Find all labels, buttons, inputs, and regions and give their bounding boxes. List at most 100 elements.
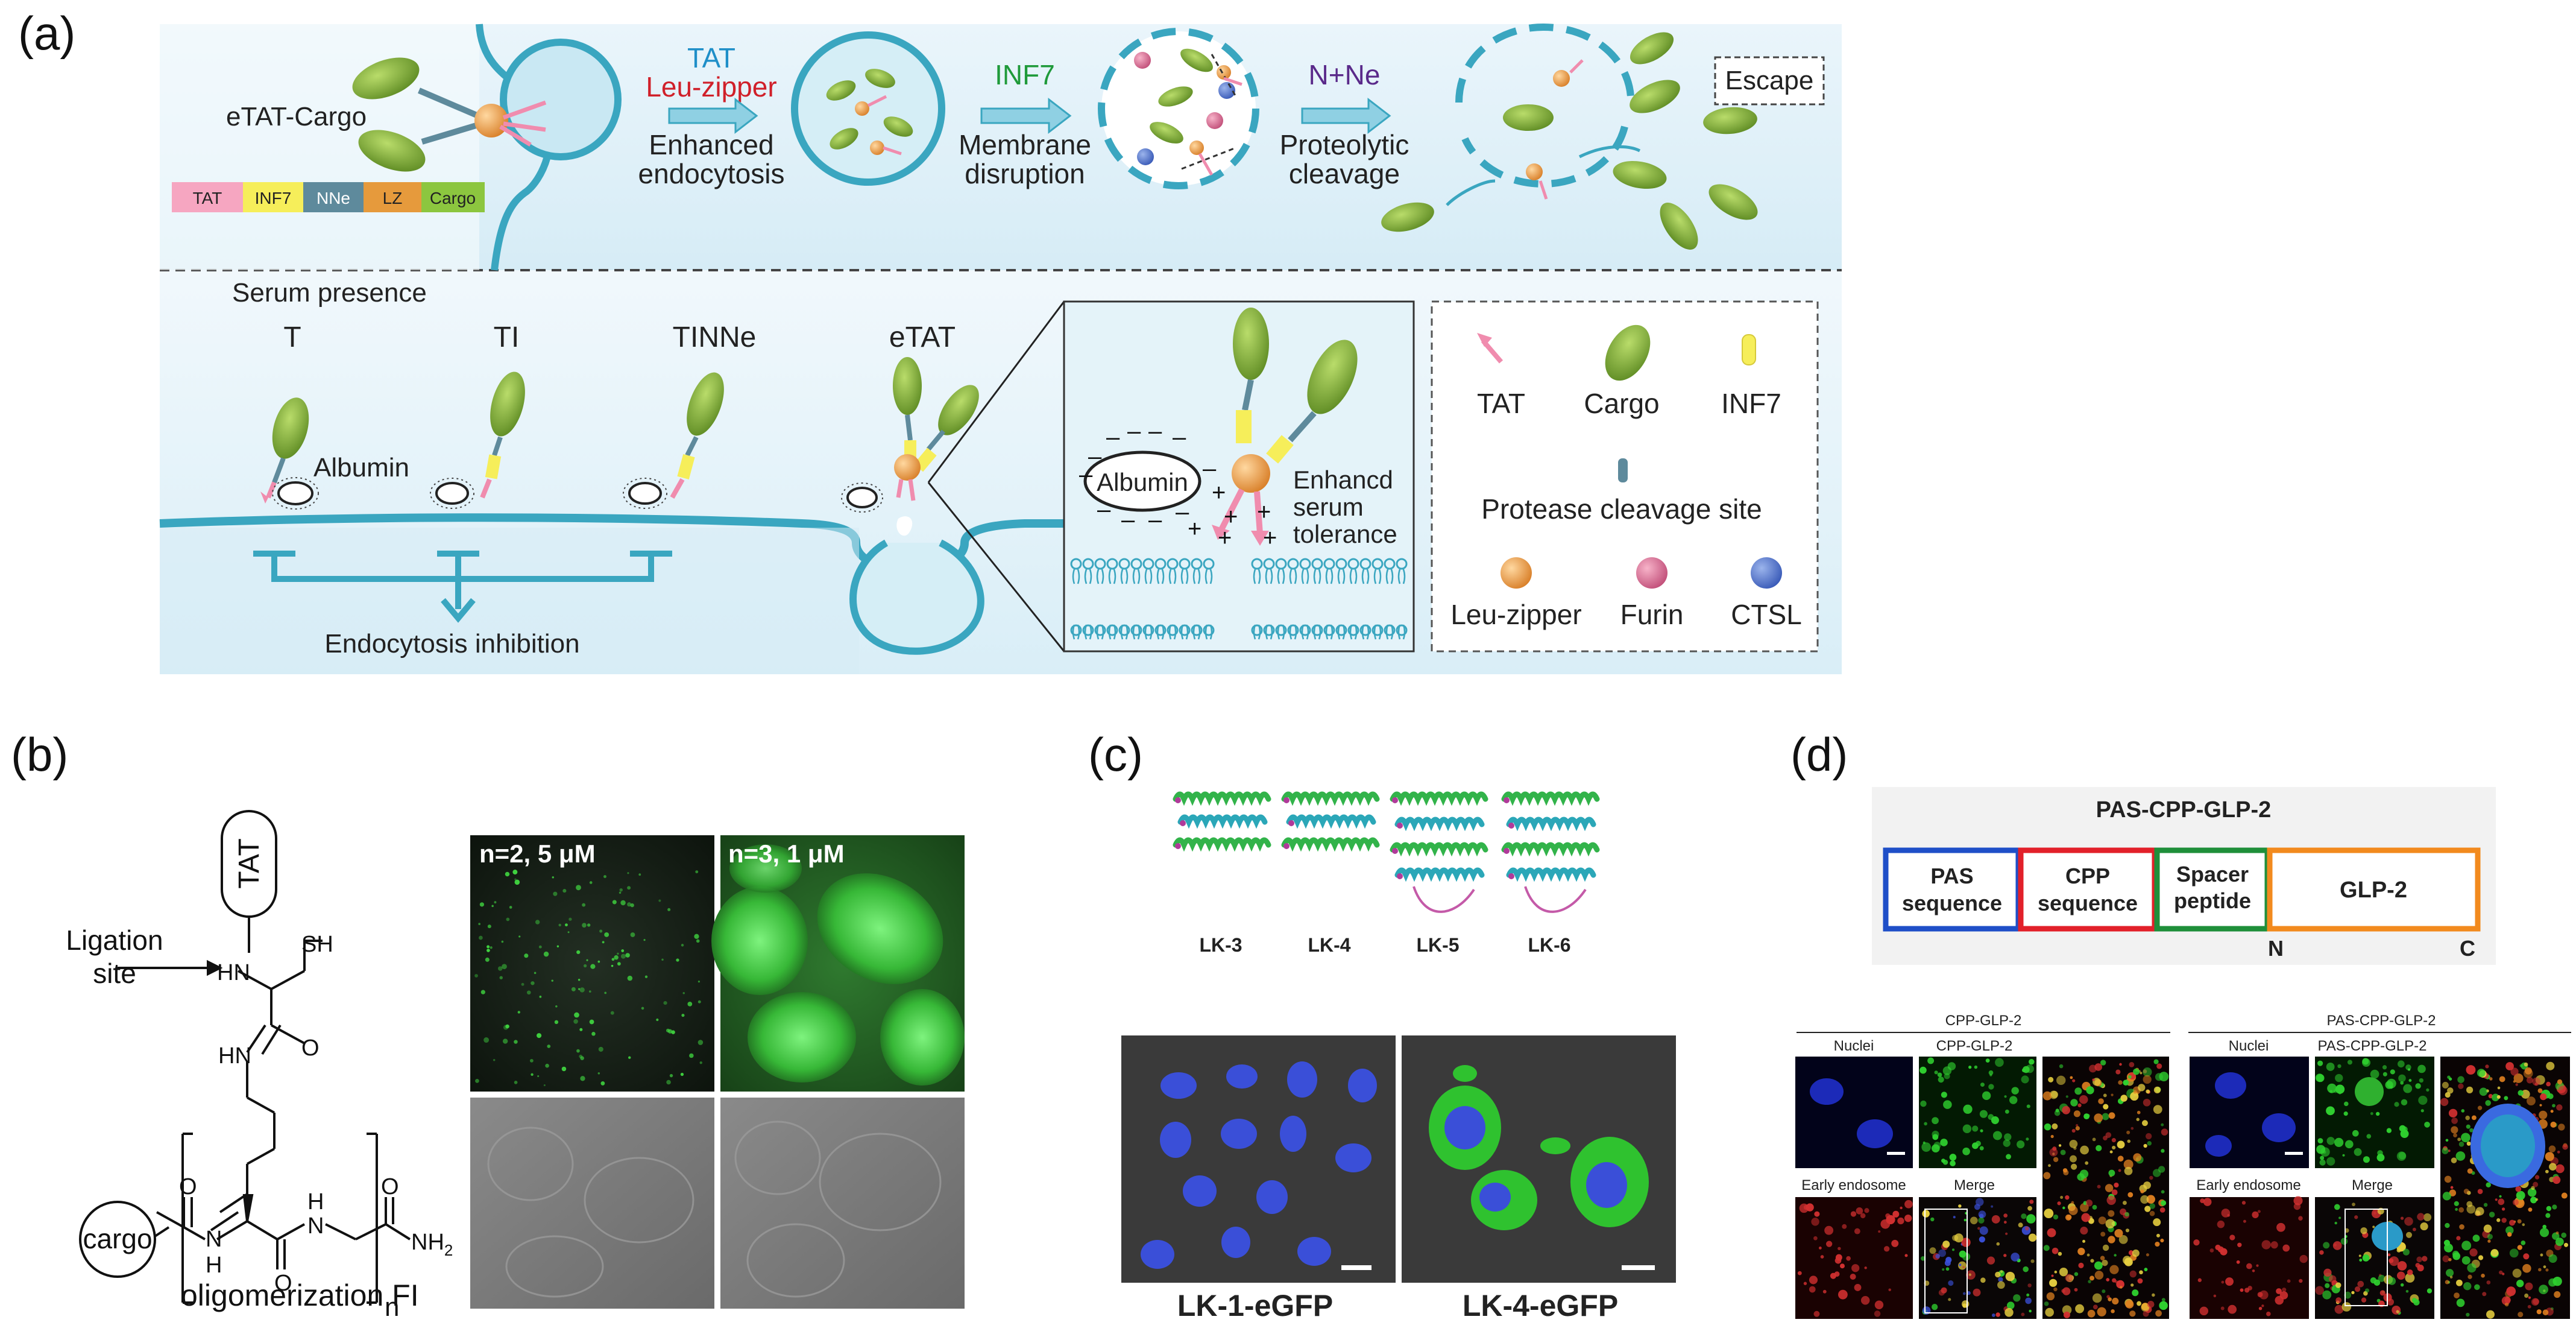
group1-title: CPP-GLP-2 <box>1945 1013 2022 1029</box>
legend-protease: Protease cleavage site <box>1481 493 1762 525</box>
micrograph-b-3 <box>470 1098 714 1309</box>
protein-structures <box>1173 791 1600 913</box>
escape-label: Escape <box>1725 66 1814 95</box>
step2-inf7: INF7 <box>995 59 1055 90</box>
step1-leu-zipper: Leu-zipper <box>646 71 776 103</box>
cargo-label: cargo <box>83 1223 152 1254</box>
chemical-structure <box>79 810 411 1304</box>
sh-label: SH <box>301 932 333 957</box>
serum-presence-label: Serum presence <box>232 278 427 308</box>
cpp-line2: sequence <box>2038 891 2138 915</box>
micrograph-c-2-label: LK-4-eGFP <box>1463 1289 1618 1323</box>
pas-line1: PAS <box>1930 864 1973 888</box>
group2-nuclei: Nuclei <box>2229 1038 2269 1054</box>
inhibition-label: Endocytosis inhibition <box>324 629 579 659</box>
group1-col2: CPP-GLP-2 <box>1936 1038 2013 1054</box>
n-label-1: N <box>206 1227 222 1252</box>
pas-line2: sequence <box>1902 891 2002 915</box>
o-label-2: O <box>179 1174 197 1200</box>
construct-t: T <box>283 321 301 353</box>
h-label-2: H <box>307 1189 324 1215</box>
svg-text:–: – <box>1173 424 1186 450</box>
g1-merge-roi <box>1924 1209 1968 1313</box>
spacer-line2: peptide <box>2174 888 2251 913</box>
escape-box <box>1714 56 1825 106</box>
panel-a-label: (a) <box>18 7 75 60</box>
step1-line1: Enhanced <box>649 129 773 160</box>
legend-furin: Furin <box>1620 599 1684 630</box>
micrograph-b-1-label: n=2, 5 μM <box>479 839 596 868</box>
hn-label-1: HN <box>217 960 250 985</box>
segment-tat: TAT <box>193 189 222 207</box>
svg-text:+: + <box>1257 499 1271 525</box>
legend-leu-zipper: Leu-zipper <box>1450 599 1581 630</box>
zoom-line2: serum <box>1293 493 1364 521</box>
molecule-ti <box>430 371 525 509</box>
group2-early: Early endosome <box>2196 1177 2300 1193</box>
structure-lk6: LK-6 <box>1528 934 1570 956</box>
segment-cargo: Cargo <box>430 189 476 207</box>
glp2-box <box>2267 847 2481 932</box>
structure-lk3: LK-3 <box>1199 934 1242 956</box>
group1-merge: Merge <box>1954 1177 1995 1193</box>
legend-inf7: INF7 <box>1721 388 1781 419</box>
svg-text:–: – <box>1203 455 1217 482</box>
svg-text:–: – <box>1097 496 1111 523</box>
panel-c: (c) LK-3 LK-4 LK-5 LK-6 LK-1-eGFP LK-4-e… <box>1088 728 1676 1323</box>
step3-line1: Proteolytic <box>1280 129 1409 160</box>
ligation-line1: Ligation <box>66 925 163 956</box>
zoom-line3: tolerance <box>1293 520 1397 548</box>
svg-text:–: – <box>1148 418 1162 444</box>
group2-col2: PAS-CPP-GLP-2 <box>2318 1038 2427 1054</box>
scalebar-c-1 <box>1341 1265 1371 1270</box>
svg-text:–: – <box>1127 418 1141 444</box>
micrograph-c-1-nuclei <box>1141 1061 1377 1269</box>
zoom-content <box>1212 308 1358 546</box>
structure-caption: oligomerization FI <box>181 1279 419 1312</box>
h-label-1: H <box>206 1253 222 1278</box>
endosome-2 <box>1098 28 1259 189</box>
ligation-line2: site <box>93 958 136 989</box>
o-label-1: O <box>301 1035 320 1061</box>
step3-arrow <box>1301 97 1391 134</box>
lipid-bilayer <box>1070 558 1408 640</box>
molecule-tinne <box>623 372 724 509</box>
g2-endosome-img <box>2190 1197 2309 1319</box>
step2-line1: Membrane <box>959 129 1091 160</box>
svg-text:–: – <box>1079 461 1093 488</box>
svg-text:–: – <box>1106 424 1120 450</box>
pas-box <box>1883 847 2021 932</box>
micrograph-c-1-label: LK-1-eGFP <box>1177 1289 1333 1323</box>
panel-d-label: (d) <box>1790 728 1848 781</box>
micrograph-b-2-label: n=3, 1 μM <box>728 839 845 868</box>
step3-nne: N+Ne <box>1309 59 1381 90</box>
legend-tat: TAT <box>1477 388 1525 419</box>
n-label-2: N <box>307 1213 324 1239</box>
panel-d: (d) PAS-CPP-GLP-2 PAS sequence CPP seque… <box>1790 728 2571 1319</box>
endocytosis-vesicle <box>849 539 984 655</box>
construct-title: PAS-CPP-GLP-2 <box>2096 797 2272 823</box>
albumin-label: Albumin <box>313 453 409 482</box>
panel-a: (a) eTAT-Cargo TAT INF7 NNe LZ Cargo TAT… <box>18 7 1842 674</box>
g2-scalebar <box>2285 1152 2303 1155</box>
n-terminus: N <box>2268 936 2284 961</box>
step1-tat: TAT <box>687 42 735 74</box>
construct-etat: eTAT <box>889 321 956 353</box>
panel-b-label: (b) <box>11 728 68 781</box>
step2-arrow <box>980 97 1072 134</box>
molecule-etat <box>841 357 979 513</box>
g2-merge-roi <box>2345 1209 2388 1306</box>
group1-early: Early endosome <box>1801 1177 1906 1193</box>
escaped-cargo <box>1381 32 1758 250</box>
construct-segment-bar: TAT INF7 NNe LZ Cargo <box>172 182 485 212</box>
legend-cargo: Cargo <box>1584 388 1659 419</box>
zoom-charges: –––– ––– –––– ++++++ <box>1079 418 1277 551</box>
legend-icons <box>1477 324 1782 589</box>
step1-arrow <box>668 97 758 134</box>
svg-text:–: – <box>1088 443 1102 470</box>
endosome-3-broken <box>1455 23 1634 188</box>
inhibition-bracket <box>253 551 672 623</box>
svg-text:+: + <box>1224 504 1238 530</box>
c-terminus: C <box>2460 936 2475 961</box>
panel-c-label: (c) <box>1088 728 1143 781</box>
